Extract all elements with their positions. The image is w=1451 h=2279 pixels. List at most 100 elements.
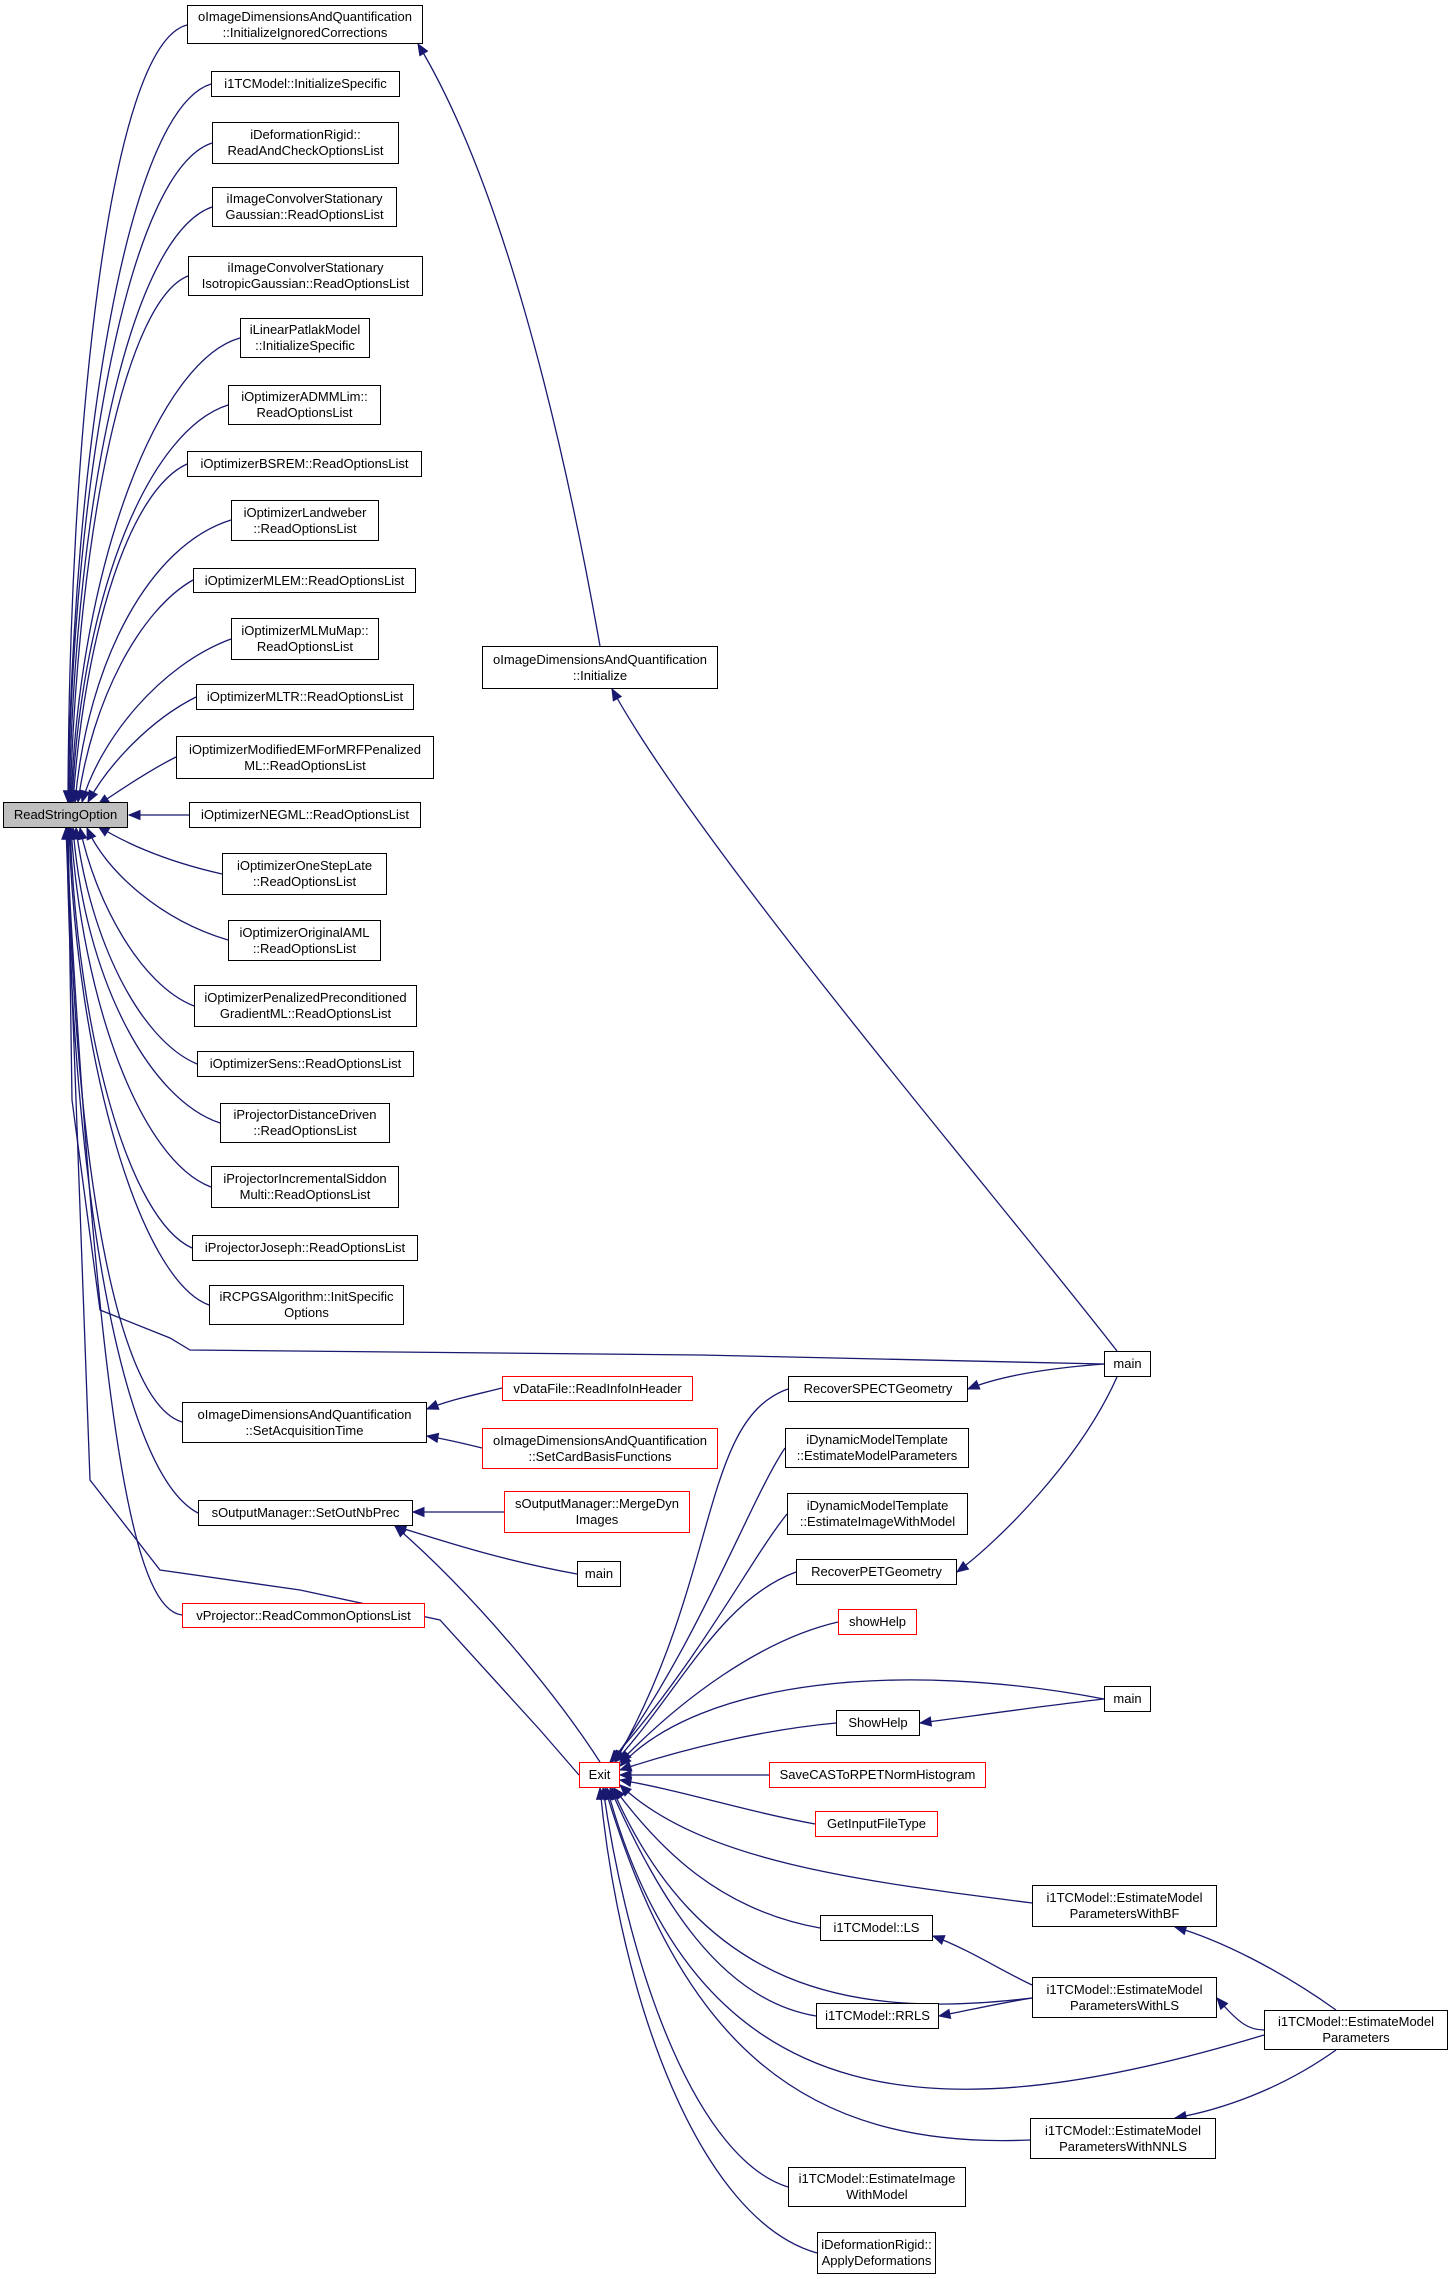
edge-n_mergedyn-to-n_setout (411, 1506, 505, 1518)
edge-n_dmt_eiwm-to-n_exit (609, 1513, 788, 1763)
arrowhead (619, 1754, 632, 1767)
graph-node-mlem[interactable]: iOptimizerMLEM::ReadOptionsList (193, 568, 416, 593)
edge-n_getinput-to-n_exit (618, 1776, 816, 1825)
graph-node-landweber[interactable]: iOptimizerLandweber ::ReadOptionsList (231, 500, 379, 541)
graph-node-setout[interactable]: sOutputManager::SetOutNbPrec (198, 1500, 413, 1526)
arrowhead (955, 1560, 970, 1573)
edge-line (69, 827, 193, 1249)
edge-n_recpet-to-n_exit (614, 1571, 797, 1763)
graph-node-setacq[interactable]: oImageDimensionsAndQuantification ::SetA… (182, 1402, 427, 1443)
arrowhead (618, 1776, 633, 1788)
graph-node-iigc[interactable]: oImageDimensionsAndQuantification ::Init… (187, 5, 423, 44)
graph-node-ipatlak[interactable]: iLinearPatlakModel ::InitializeSpecific (240, 318, 370, 358)
graph-node-vproj[interactable]: vProjector::ReadCommonOptionsList (182, 1603, 425, 1628)
graph-node-nnls[interactable]: i1TCModel::EstimateModel ParametersWithN… (1030, 2118, 1216, 2159)
graph-node-dmt-emp[interactable]: iDynamicModelTemplate ::EstimateModelPar… (785, 1428, 969, 1468)
edge-n_oaml-to-root (86, 826, 229, 941)
graph-node-init[interactable]: oImageDimensionsAndQuantification ::Init… (482, 646, 718, 689)
edge-n_mltr-to-root (87, 696, 197, 804)
graph-node-wls[interactable]: i1TCModel::EstimateModel ParametersWithL… (1032, 1977, 1217, 2018)
arrowhead (966, 1379, 981, 1390)
graph-node-ppgml[interactable]: iOptimizerPenalizedPreconditioned Gradie… (194, 985, 417, 1027)
graph-node-admm[interactable]: iOptimizerADMMLim:: ReadOptionsList (228, 385, 381, 425)
edge-line (611, 688, 1118, 1352)
edge-n_mlmumap-to-root (80, 638, 232, 804)
graph-node-mergedyn[interactable]: sOutputManager::MergeDyn Images (504, 1491, 690, 1533)
graph-node-savecas[interactable]: SaveCASToRPETNormHistogram (769, 1762, 986, 1788)
edge-line (75, 827, 198, 1065)
arrowhead (1173, 1925, 1188, 1936)
edge-line (68, 827, 210, 1306)
graph-node-mltr[interactable]: iOptimizerMLTR::ReadOptionsList (196, 684, 414, 710)
graph-node-recspect[interactable]: RecoverSPECTGeometry (788, 1376, 968, 1402)
edge-line (604, 1787, 1031, 2142)
graph-node-ShowHelp[interactable]: ShowHelp (836, 1710, 920, 1736)
edge-n_emp-to-n_wls (1216, 1996, 1265, 2031)
arrowhead (127, 809, 141, 821)
graph-node-projis[interactable]: iProjectorIncrementalSiddon Multi::ReadO… (211, 1166, 399, 1208)
graph-node-mlmumap[interactable]: iOptimizerMLMuMap:: ReadOptionsList (231, 618, 379, 660)
edge-n_wls-to-n_ls (931, 1935, 1033, 1986)
arrowhead (595, 1786, 607, 1800)
edge-line (1174, 2049, 1337, 2119)
graph-node-exit[interactable]: Exit (579, 1762, 620, 1788)
graph-node-rcpgs[interactable]: iRCPGSAlgorithm::InitSpecific Options (209, 1285, 404, 1325)
edge-line (609, 1787, 817, 2017)
edge-line (71, 404, 229, 803)
graph-node-applydef[interactable]: iDeformationRigid:: ApplyDeformations (817, 2232, 936, 2274)
graph-node-bsrem[interactable]: iOptimizerBSREM::ReadOptionsList (187, 451, 422, 477)
graph-node-projdd[interactable]: iProjectorDistanceDriven ::ReadOptionsLi… (220, 1103, 390, 1143)
graph-node-main-b[interactable]: main (1104, 1686, 1151, 1712)
edge-line (619, 1621, 839, 1763)
graph-node-idef-read[interactable]: iDeformationRigid:: ReadAndCheckOptionsL… (212, 122, 399, 164)
graph-node-main-top[interactable]: main (1104, 1351, 1151, 1377)
arrowhead (619, 1784, 632, 1797)
edge-line (67, 827, 1105, 1365)
edge-line (613, 1787, 821, 1929)
graph-node-recpet[interactable]: RecoverPETGeometry (796, 1559, 957, 1585)
graph-node-iconv-iso[interactable]: iImageConvolverStationary IsotropicGauss… (188, 256, 423, 296)
graph-node-i1tc-init[interactable]: i1TCModel::InitializeSpecific (211, 71, 400, 97)
graph-node-bf[interactable]: i1TCModel::EstimateModel ParametersWithB… (1032, 1885, 1217, 1927)
edge-n_bf-to-n_exit (619, 1784, 1033, 1904)
graph-node-dmt-eiwm[interactable]: iDynamicModelTemplate ::EstimateImageWit… (787, 1493, 968, 1535)
arrowhead (425, 1399, 440, 1410)
arrowhead (611, 687, 623, 702)
graph-node-osl[interactable]: iOptimizerOneStepLate ::ReadOptionsList (222, 853, 387, 895)
arrowhead (614, 1749, 627, 1763)
graph-node-setcard[interactable]: oImageDimensionsAndQuantification ::SetC… (482, 1428, 718, 1469)
edge-line (956, 1376, 1118, 1573)
graph-node-modem[interactable]: iOptimizerModifiedEMForMRFPenalized ML::… (176, 736, 434, 779)
edge-n_ShowHelp-to-n_exit (618, 1722, 837, 1772)
graph-node-getinput[interactable]: GetInputFileType (815, 1811, 938, 1837)
graph-node-main-a[interactable]: main (577, 1561, 621, 1587)
graph-node-vdata[interactable]: vDataFile::ReadInfoInHeader (502, 1376, 693, 1401)
edge-n_savecas-to-n_exit (618, 1769, 769, 1781)
edge-n_wls-to-n_rrls (937, 1997, 1033, 2019)
edge-line (394, 1525, 601, 1763)
graph-node-oaml[interactable]: iOptimizerOriginalAML ::ReadOptionsList (228, 920, 381, 961)
graph-node-rrls[interactable]: i1TCModel::RRLS (816, 2003, 939, 2029)
edge-n_modem-to-root (96, 756, 177, 806)
graph-node-negml[interactable]: iOptimizerNEGML::ReadOptionsList (189, 802, 421, 828)
edge-line (81, 638, 232, 803)
arrowhead (1216, 1996, 1229, 2011)
graph-node-showhelp[interactable]: showHelp (838, 1609, 917, 1635)
edge-line (967, 1363, 1105, 1390)
graph-node-sens[interactable]: iOptimizerSens::ReadOptionsList (197, 1051, 414, 1077)
edge-line (611, 1787, 1033, 2005)
arrowhead (425, 1432, 440, 1444)
edge-line (599, 1787, 818, 2254)
edge-n_osl-to-root (96, 825, 223, 875)
graph-node-ls[interactable]: i1TCModel::LS (820, 1915, 933, 1941)
edge-line (938, 1997, 1033, 2017)
edge-n_vdata-to-n_setacq (425, 1387, 503, 1410)
graph-node-projjos[interactable]: iProjectorJoseph::ReadOptionsList (192, 1235, 418, 1261)
graph-node-eiwm[interactable]: i1TCModel::EstimateImage WithModel (788, 2167, 966, 2207)
edge-n_exit-to-n_setout (394, 1525, 601, 1763)
graph-node-iconv-gauss[interactable]: iImageConvolverStationary Gaussian::Read… (212, 187, 397, 227)
edge-n_applydef-to-n_exit (595, 1786, 818, 2254)
graph-node-emp[interactable]: i1TCModel::EstimateModel Parameters (1264, 2010, 1448, 2050)
edge-line (65, 827, 183, 1616)
edge-n_iigc-to-root (62, 24, 188, 804)
